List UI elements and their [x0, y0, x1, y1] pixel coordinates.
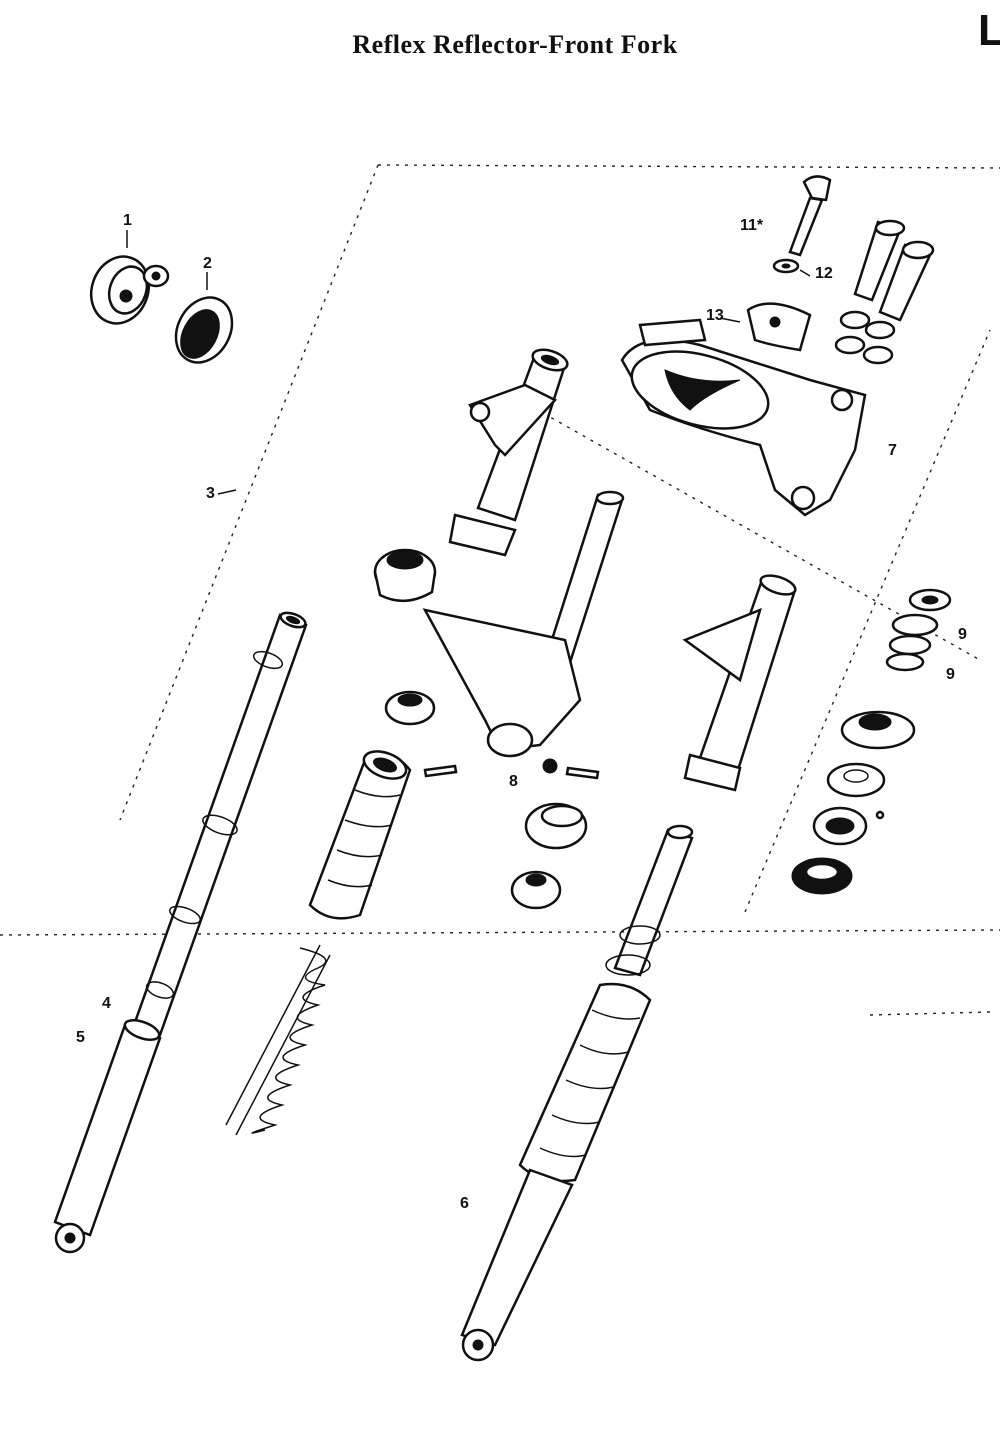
callout-12: 12 — [815, 265, 833, 282]
part-6-fork-leg-right — [460, 824, 694, 1362]
guide-lines — [0, 164, 1000, 1016]
part-12-washer — [772, 258, 800, 274]
callout-11: 11* — [740, 217, 764, 234]
callout-leaders — [126, 230, 811, 495]
dust-boot-left — [308, 750, 412, 920]
callout-5: 5 — [76, 1029, 85, 1046]
callout-labels: 1 2 3 4 5 6 7 8 9 9 11* 12 13 — [76, 212, 967, 1212]
pinch-bolts — [834, 219, 935, 365]
callout-1: 1 — [123, 212, 132, 229]
callout-6: 6 — [460, 1195, 469, 1212]
part-1-reflector-housing — [89, 255, 170, 325]
part-7-top-bracket — [620, 302, 867, 517]
part-2-reflector-lens — [174, 296, 234, 364]
callout-7: 7 — [888, 442, 897, 459]
steering-stem — [422, 490, 625, 758]
bushing-small — [384, 690, 436, 726]
callout-2: 2 — [203, 255, 212, 272]
callout-4: 4 — [102, 995, 111, 1012]
fork-outer-tube-left — [448, 348, 569, 557]
part-11-bolt — [788, 175, 832, 257]
bearing-races — [791, 710, 916, 895]
callout-9-lower: 9 — [946, 666, 955, 683]
fork-spring — [225, 944, 331, 1136]
callout-9-upper: 9 — [958, 626, 967, 643]
bushing-mid — [510, 802, 588, 910]
corner-mark: L — [978, 6, 1000, 55]
bushing-upper — [373, 548, 437, 602]
part-4-5-inner-tube — [53, 611, 308, 1254]
small-bolts — [423, 758, 600, 780]
diagram-title: Reflex Reflector-Front Fork — [352, 30, 678, 59]
callout-13: 13 — [706, 307, 724, 324]
fork-outer-tube-right — [682, 574, 797, 792]
callout-3: 3 — [206, 485, 215, 502]
part-9-washer-stack — [885, 588, 952, 672]
callout-8: 8 — [509, 773, 518, 790]
